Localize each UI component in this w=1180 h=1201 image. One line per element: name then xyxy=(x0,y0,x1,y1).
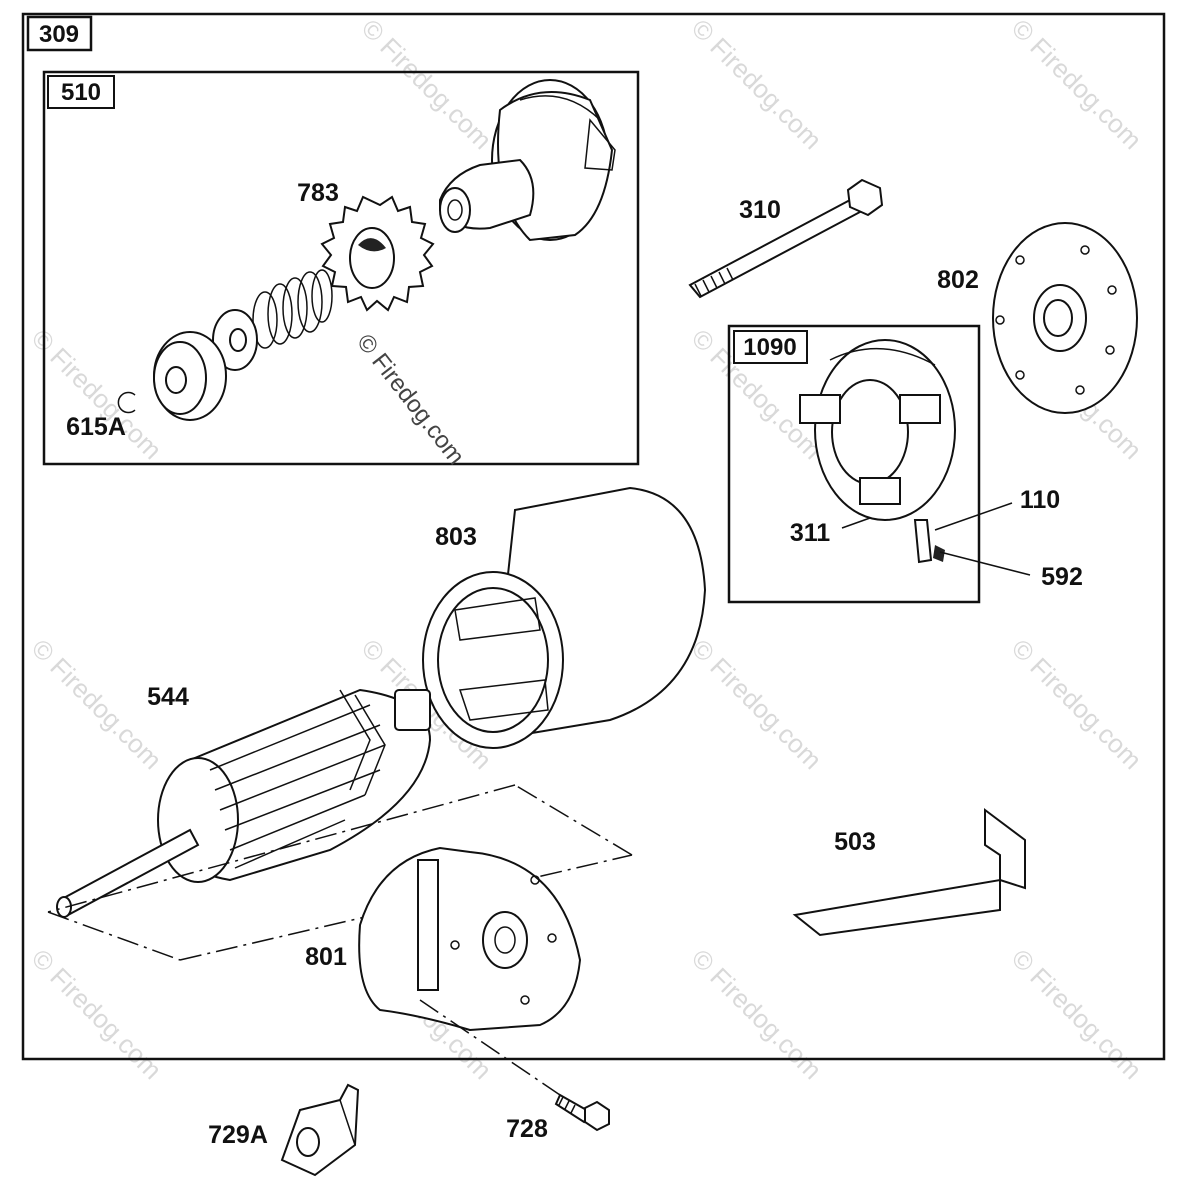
drive-kit-label-box xyxy=(47,75,115,109)
assembly-frame xyxy=(21,12,1166,1061)
label-110: 110 xyxy=(1020,486,1060,514)
clip-bracket xyxy=(280,1083,360,1177)
watermark-text: © Firedog.com xyxy=(1006,13,1148,155)
mounting-screw xyxy=(554,1093,610,1132)
label-801: 801 xyxy=(305,943,347,971)
anti-drift-spring xyxy=(252,269,333,349)
watermark-text: © Firedog.com xyxy=(686,943,828,1085)
brush-holder-label-box xyxy=(733,330,808,364)
label-310: 310 xyxy=(739,196,781,224)
label-728: 728 xyxy=(506,1115,548,1143)
label-783: 783 xyxy=(297,179,339,207)
leader-311 xyxy=(841,517,871,529)
leader-110 xyxy=(934,502,1013,531)
screw-guide-line xyxy=(419,999,561,1096)
label-592: 592 xyxy=(1041,563,1083,591)
watermark-text: © Firedog.com xyxy=(1006,943,1148,1085)
label-802: 802 xyxy=(937,266,979,294)
drive-kit-label: 510 xyxy=(61,79,101,106)
drive-end-plate xyxy=(358,846,582,1032)
watermark-text: © Firedog.com xyxy=(356,13,498,155)
drive-kit-frame xyxy=(42,70,640,466)
assembly-label: 309 xyxy=(39,21,79,48)
brush-holder-assembly xyxy=(799,339,956,564)
watermark-inline: © Firedog.com xyxy=(351,329,469,470)
label-503: 503 xyxy=(834,828,876,856)
label-544: 544 xyxy=(147,683,189,711)
label-311: 311 xyxy=(790,519,830,547)
stop-collar xyxy=(153,331,227,421)
label-803: 803 xyxy=(435,523,477,551)
watermark-text: © Firedog.com xyxy=(26,943,168,1085)
through-bolt xyxy=(688,178,884,299)
watermark-text: © Firedog.com xyxy=(26,323,168,465)
label-729a: 729A xyxy=(208,1121,268,1149)
brush-holder-label: 1090 xyxy=(743,334,796,361)
leader-592 xyxy=(939,551,1031,576)
thrust-washer xyxy=(212,309,258,371)
watermark-text: © Firedog.com xyxy=(686,633,828,775)
end-cap-plate xyxy=(992,222,1138,414)
label-615a: 615A xyxy=(66,413,126,441)
mounting-bracket xyxy=(792,808,1026,937)
armature xyxy=(56,688,432,918)
retaining-ring xyxy=(117,391,136,414)
watermark-text: © Firedog.com xyxy=(686,13,828,155)
pinion-gear xyxy=(320,195,435,312)
assembly-label-box xyxy=(26,15,93,52)
watermark-text: © Firedog.com xyxy=(1006,633,1148,775)
motor-frame-housing xyxy=(422,486,707,749)
drive-housing xyxy=(439,79,616,242)
brush-holder-frame xyxy=(727,324,981,604)
